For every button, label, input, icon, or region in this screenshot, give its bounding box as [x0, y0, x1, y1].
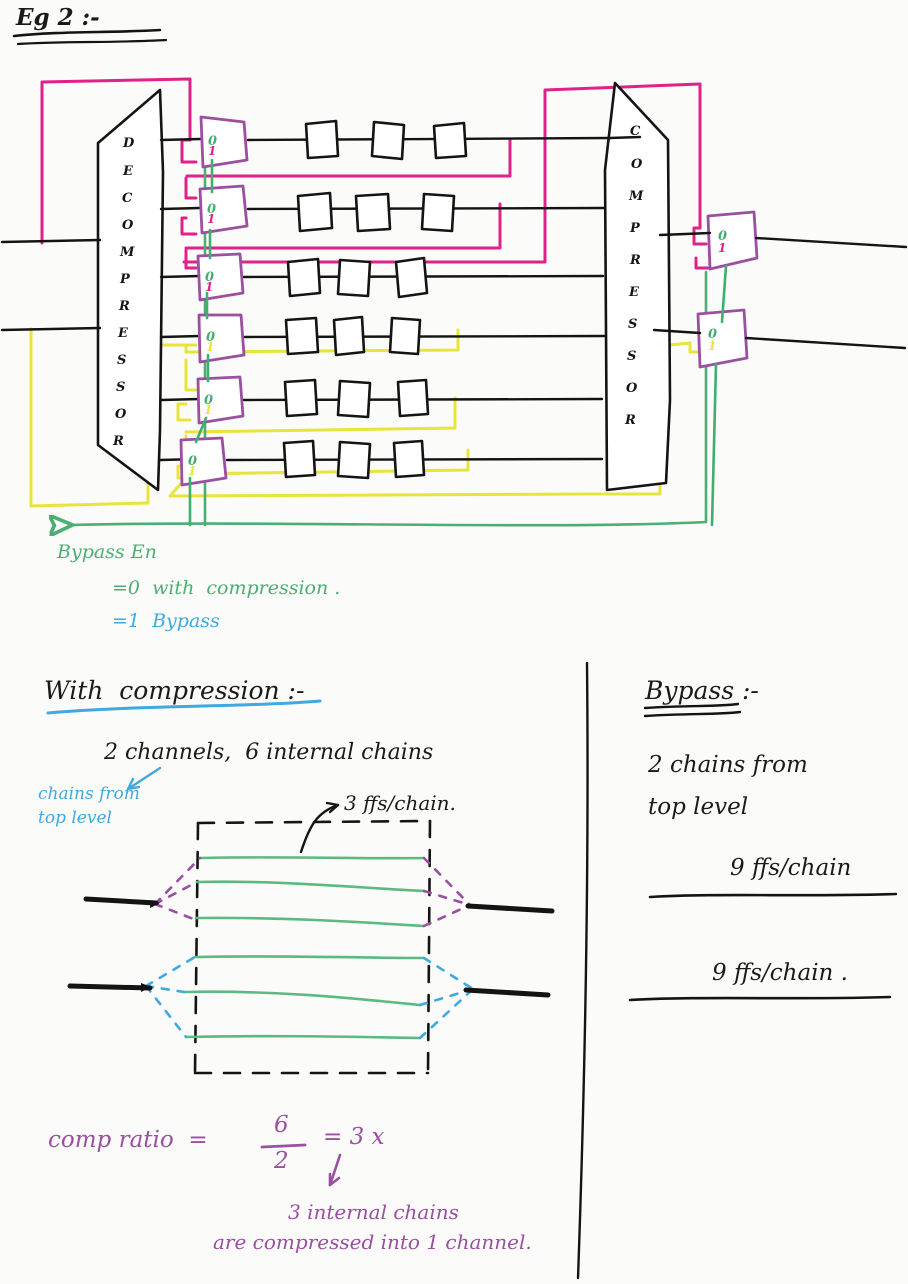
decompressor-block — [96, 88, 165, 492]
bypass-ffs-note-1: 9 ffs/chain — [730, 855, 852, 881]
internal-chain-lines — [182, 855, 426, 1040]
svg-text:1: 1 — [206, 340, 214, 354]
bypass-line-2: top level — [648, 794, 749, 820]
svg-text:O: O — [122, 218, 134, 233]
output-mux-group — [696, 210, 759, 369]
comp-ratio-numerator: 6 — [274, 1112, 289, 1138]
bypass-ffs-note-2: 9 ffs/chain . — [712, 960, 848, 986]
page-title: Eg 2 :- — [16, 4, 100, 31]
svg-text:0: 0 — [204, 393, 213, 408]
ffs-note-1-underline — [648, 892, 898, 899]
bottom-channel-fanout-blue — [144, 955, 475, 1040]
ffs-per-chain-arrow — [299, 803, 340, 854]
svg-text:E: E — [122, 164, 134, 179]
svg-text:1: 1 — [718, 241, 726, 255]
svg-text:0: 0 — [718, 229, 727, 244]
svg-text:M: M — [628, 189, 644, 204]
svg-text:0: 0 — [207, 202, 216, 217]
svg-text:O: O — [631, 157, 643, 172]
input-mux-group — [179, 115, 249, 487]
svg-text:R: R — [624, 413, 636, 428]
chains-from-top-note-l1: chains from — [38, 784, 140, 804]
channel-stubs — [67, 896, 555, 998]
comp-ratio-result: = 3 x — [323, 1124, 385, 1150]
with-compression-heading: With compression :- — [44, 676, 305, 705]
svg-text:R: R — [112, 434, 124, 449]
svg-text:D: D — [122, 136, 135, 151]
svg-text:0: 0 — [188, 454, 197, 469]
bypass-line-1: 2 chains from — [648, 752, 808, 778]
top-channel-fanout-purple — [153, 856, 472, 928]
svg-text:R: R — [629, 253, 641, 268]
column-divider — [576, 661, 589, 1280]
output-mux-port-labels: 0 1 0 1 — [708, 229, 727, 353]
svg-text:0: 0 — [708, 327, 717, 342]
bypass-en-label: Bypass En — [57, 541, 157, 563]
svg-text:O: O — [626, 381, 638, 396]
svg-text:O: O — [115, 407, 127, 422]
svg-text:0: 0 — [206, 330, 215, 345]
title-underline-layer — [12, 28, 168, 46]
svg-text:1: 1 — [208, 144, 216, 158]
svg-text:1: 1 — [205, 280, 213, 294]
svg-text:1: 1 — [207, 212, 215, 226]
svg-text:C: C — [630, 124, 641, 139]
primary-input-lines — [0, 238, 102, 332]
bypass-en-line-1: =1 Bypass — [112, 610, 220, 632]
ffs-note-2-underline — [628, 995, 892, 1002]
primary-output-lines — [652, 231, 908, 350]
with-compression-underline — [46, 699, 322, 715]
svg-text:S: S — [117, 353, 126, 368]
mux-chain-4 — [197, 313, 246, 364]
input-mux-select-lines — [188, 158, 214, 527]
svg-text:S: S — [627, 349, 636, 364]
comp-note-line-1: 3 internal chains — [288, 1200, 459, 1224]
output-mux-bottom — [696, 308, 749, 369]
svg-text:R: R — [118, 299, 130, 314]
svg-text:M: M — [119, 245, 135, 260]
svg-text:P: P — [119, 272, 131, 287]
comp-ratio-denominator: 2 — [274, 1148, 289, 1174]
svg-text:S: S — [116, 380, 125, 395]
mux-chain-1 — [199, 115, 249, 169]
decompressor-output-stubs — [158, 137, 202, 462]
compressor-block — [603, 81, 672, 492]
svg-text:1: 1 — [204, 403, 212, 417]
mux-chain-6 — [179, 436, 228, 487]
flip-flop-boxes — [282, 119, 468, 480]
mux-chain-3 — [196, 252, 245, 302]
decompressor-label: D E C O M P R E S S O R — [112, 136, 135, 449]
comp-note-arrow — [328, 1153, 342, 1187]
svg-text:0: 0 — [205, 270, 214, 285]
compressor-input-stubs — [608, 135, 642, 140]
compressor-label: C O M P R E S S O R — [624, 124, 644, 428]
output-mux-top — [706, 210, 759, 271]
svg-text:1: 1 — [708, 339, 716, 353]
fraction-bar — [260, 1143, 307, 1149]
svg-text:1: 1 — [188, 464, 196, 478]
svg-text:S: S — [628, 317, 637, 332]
channels-chains-summary: 2 channels, 6 internal chains — [104, 740, 434, 765]
svg-text:P: P — [629, 221, 641, 236]
chains-from-top-arrow — [126, 766, 162, 791]
bypass-en-line-0: =0 with compression . — [112, 577, 341, 599]
chains-from-top-note-l2: top level — [38, 808, 112, 828]
svg-text:E: E — [117, 326, 129, 341]
input-mux-port-labels: 0 1 0 1 0 1 0 1 0 1 0 1 — [188, 134, 217, 478]
comp-ratio-label: comp ratio = — [48, 1127, 208, 1153]
svg-text:C: C — [122, 191, 133, 206]
comp-note-line-2: are compressed into 1 channel. — [213, 1230, 532, 1254]
svg-text:0: 0 — [208, 134, 217, 149]
bypass-heading-underline — [643, 702, 742, 718]
mux-chain-5 — [196, 375, 245, 425]
mux-chain-2 — [198, 184, 249, 235]
ffs-per-chain-note: 3 ffs/chain. — [344, 791, 456, 815]
svg-text:E: E — [628, 285, 640, 300]
bypass-heading: Bypass :- — [645, 676, 759, 705]
output-mux-select-lines — [710, 264, 728, 527]
